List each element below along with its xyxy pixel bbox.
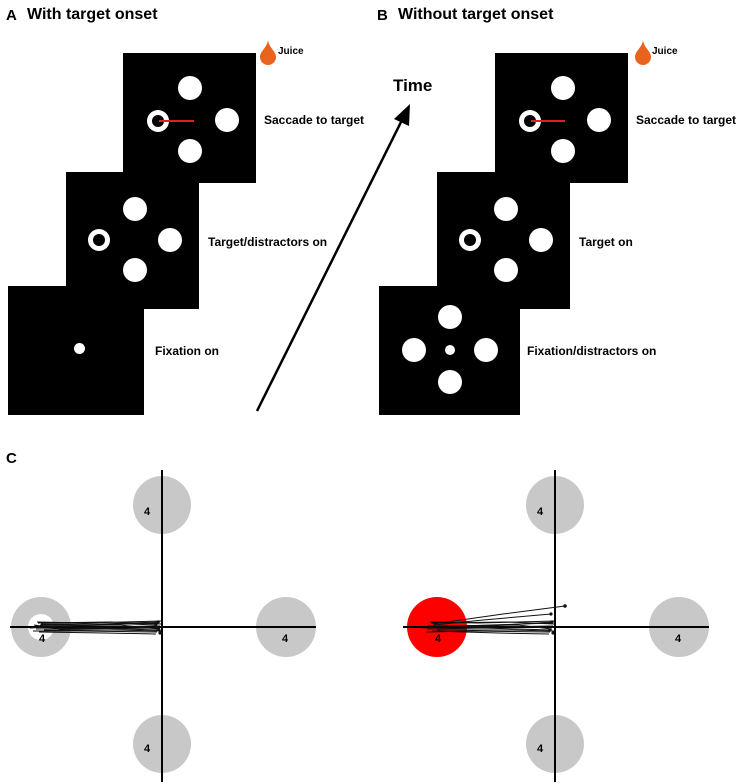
juice-label-b: Juice <box>652 46 678 57</box>
trace-endpoints <box>548 604 567 635</box>
distractor-left <box>402 338 426 362</box>
distractor-right <box>158 228 182 252</box>
saccade-traces <box>422 605 566 635</box>
distractor-top <box>178 76 202 100</box>
label-b-bottom: Fixation/distractors on <box>527 344 657 358</box>
panel-a-fixation-screen <box>8 286 144 415</box>
distractor-top <box>494 197 518 221</box>
distractor-bottom <box>123 258 147 282</box>
saccade-trace <box>159 120 194 122</box>
label-b-top: Saccade to target <box>636 113 737 127</box>
target-ring <box>459 229 481 251</box>
target-label-top: 4 <box>537 506 544 518</box>
target-label-left: 4 <box>39 633 46 645</box>
panel-a-title: With target onset <box>27 6 158 23</box>
target-label-right: 4 <box>282 633 289 645</box>
target-ring <box>147 110 169 132</box>
target-ring <box>519 110 541 132</box>
distractor-top <box>123 197 147 221</box>
time-axis-label: Time <box>393 76 433 95</box>
target-ring <box>88 229 110 251</box>
juice-drop-icon <box>260 40 276 65</box>
fixation-point <box>74 343 85 354</box>
panel-c-letter: C <box>6 450 17 467</box>
target-label-left: 4 <box>435 633 442 645</box>
distractor-right <box>529 228 553 252</box>
saccade-traces <box>29 620 163 635</box>
distractor-right <box>215 108 239 132</box>
distractor-top <box>438 305 462 329</box>
distractor-bottom <box>494 258 518 282</box>
distractor-right <box>587 108 611 132</box>
distractor-bottom <box>551 139 575 163</box>
juice-label-a: Juice <box>278 46 304 57</box>
label-a-bottom: Fixation on <box>155 344 219 358</box>
eye-trace-plot-right: 4 4 4 4 <box>403 470 709 782</box>
distractor-bottom <box>438 370 462 394</box>
juice-drop-icon <box>635 40 651 65</box>
label-a-top: Saccade to target <box>264 113 365 127</box>
panel-b-title: Without target onset <box>398 6 554 23</box>
target-label-bottom: 4 <box>537 743 544 755</box>
panel-b-letter: B <box>377 7 388 24</box>
target-label-right: 4 <box>675 633 682 645</box>
distractor-right <box>474 338 498 362</box>
panel-b-saccade-screen <box>495 53 628 183</box>
label-b-middle: Target on <box>579 235 633 249</box>
panel-b-fixation-screen <box>379 286 520 415</box>
distractor-bottom <box>178 139 202 163</box>
target-label-top: 4 <box>144 506 151 518</box>
eye-trace-plot-left: 4 4 4 4 <box>10 470 316 782</box>
panel-a-saccade-screen <box>123 53 256 183</box>
saccade-trace <box>531 120 565 122</box>
target-label-bottom: 4 <box>144 743 151 755</box>
fixation-point <box>445 345 455 355</box>
label-a-middle: Target/distractors on <box>208 235 328 249</box>
trace-endpoints <box>154 620 162 635</box>
distractor-top <box>551 76 575 100</box>
panel-a-letter: A <box>6 7 17 24</box>
